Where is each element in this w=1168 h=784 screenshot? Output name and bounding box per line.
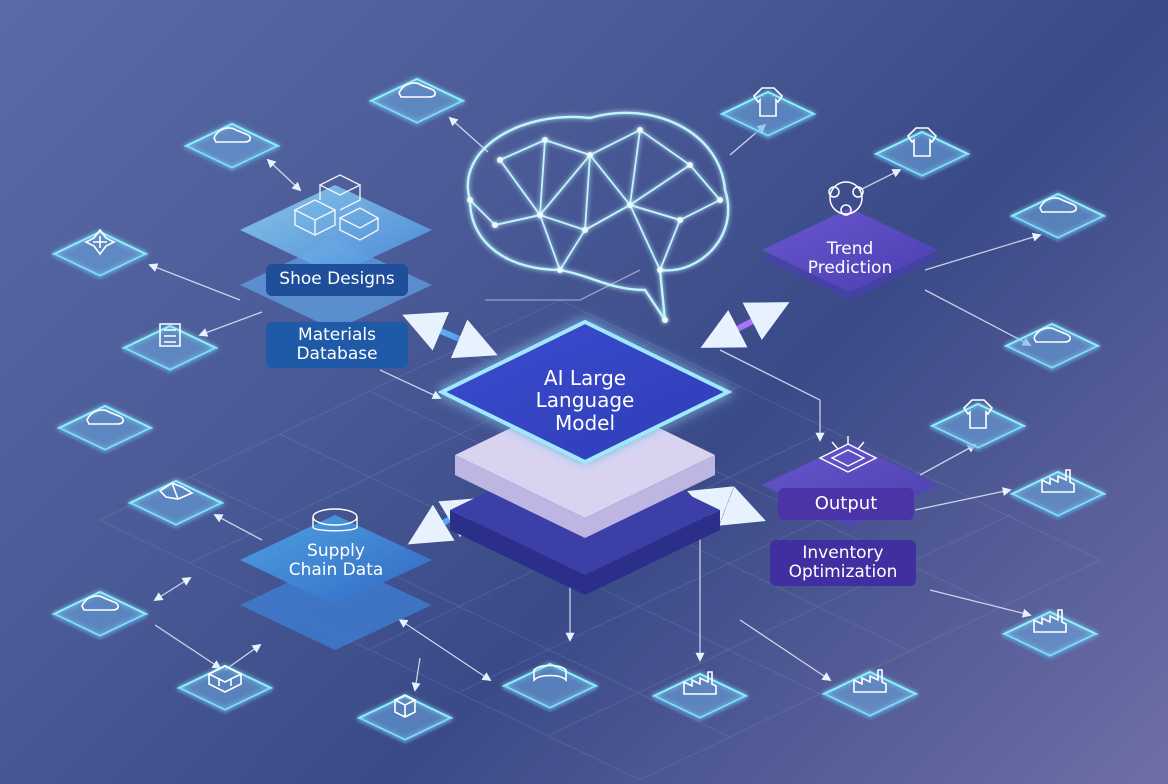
icon-tile: [821, 669, 919, 720]
fabric-roll-icon: [533, 664, 567, 682]
factory-icon: [1033, 609, 1067, 633]
material-roll-icon: [159, 323, 181, 347]
component-box-icon: [207, 665, 243, 693]
icon-tile: [183, 122, 281, 172]
icon-tile: [176, 664, 274, 714]
icon-tile: [873, 127, 971, 180]
materials-database-label: Materials Database: [266, 322, 408, 368]
garment-icon: [962, 399, 994, 429]
shoe-pattern-icon: [158, 482, 194, 500]
factory-icon: [1041, 469, 1075, 493]
icon-tile: [368, 77, 466, 127]
input-stack-top: [240, 174, 432, 330]
icon-tile: [1003, 322, 1101, 372]
shoe-icon: [86, 409, 125, 425]
circuit-chip-icon: [312, 508, 358, 532]
package-icon: [393, 694, 417, 718]
trend-prediction-label: Trend Prediction: [807, 239, 893, 279]
trend-prediction-tile: [762, 181, 938, 300]
brain-network-icon: [466, 111, 730, 323]
garment-icon: [906, 127, 938, 157]
garment-icon: [752, 87, 784, 117]
connector-lines: [148, 116, 1042, 692]
circuit-chip-icon: [818, 436, 878, 473]
factory-icon: [853, 669, 887, 693]
icon-tile: [651, 671, 749, 722]
mandala-pattern-icon: [84, 228, 116, 256]
shoe-icon: [1039, 197, 1078, 213]
icon-tile: [929, 399, 1027, 452]
floor-grid: [98, 299, 1102, 781]
shoe-designs-label: Shoe Designs: [266, 264, 408, 296]
trend-network-icon: [828, 181, 864, 216]
boxes-icon: [293, 174, 380, 241]
shoe-icon: [213, 127, 252, 143]
icon-tile: [127, 479, 225, 529]
icon-tile: [51, 590, 149, 640]
supply-chain-label: Supply Chain Data: [288, 541, 384, 581]
arrow-shoe-to-core: [402, 311, 498, 359]
inventory-optimization-label: Inventory Optimization: [770, 540, 916, 586]
icon-tile: [501, 662, 599, 712]
icon-tile: [1009, 192, 1107, 242]
icon-tile: [356, 694, 454, 744]
shoe-icon: [398, 82, 437, 98]
icon-tile: [719, 87, 817, 140]
arrow-core-to-trend: [700, 302, 790, 348]
icon-tile: [51, 228, 149, 280]
input-stack-bottom: [240, 508, 432, 650]
shoe-icon: [1033, 327, 1072, 343]
icon-tile: [1001, 609, 1099, 660]
icon-tile: [121, 323, 219, 374]
icon-tile: [1009, 469, 1107, 520]
output-label: Output: [778, 488, 914, 520]
core-model-label: AI Large Language Model: [535, 366, 635, 435]
core-stack: [437, 319, 733, 595]
factory-icon: [683, 671, 717, 695]
arrow-core-to-output: [687, 486, 766, 526]
icon-tile: [56, 404, 154, 454]
shoe-icon: [81, 595, 120, 611]
